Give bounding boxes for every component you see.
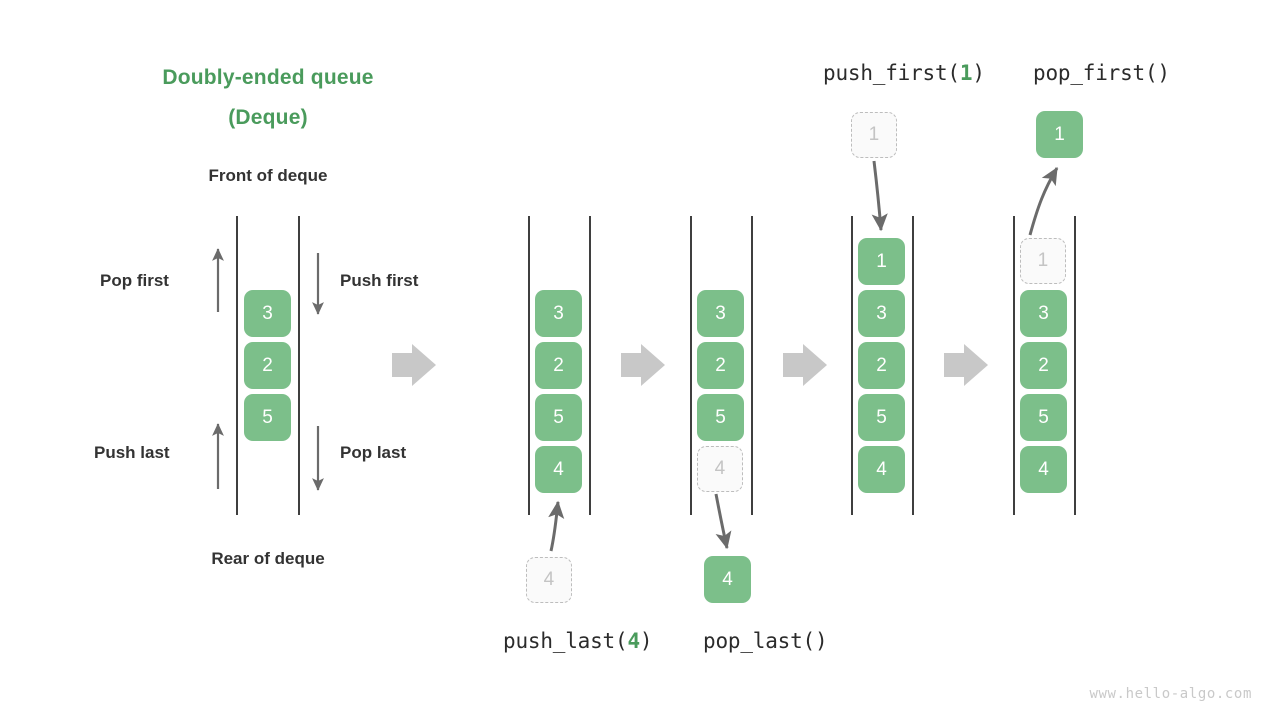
deque-cell: 5	[535, 394, 582, 441]
deque-cell: 4	[535, 446, 582, 493]
title-line-1: Doubly-ended queue	[162, 66, 374, 89]
push-last-op-arg: 4	[627, 629, 640, 653]
pop-last-motion-arrow-icon	[714, 493, 732, 550]
title-line-2: (Deque)	[228, 106, 308, 129]
push-first-label: Push first	[340, 271, 419, 290]
push-last-op-close: )	[639, 629, 653, 653]
deque-cell: 2	[858, 342, 905, 389]
deque-cell: 1	[858, 238, 905, 285]
rail-left-3	[851, 216, 853, 515]
push-first-motion-arrow-icon	[871, 160, 888, 232]
deque-ghost-cell-bottom: 4	[697, 446, 743, 492]
deque-cell: 3	[244, 290, 291, 337]
deque-cell: 4	[858, 446, 905, 493]
watermark: www.hello-algo.com	[1089, 686, 1252, 702]
rail-right-0	[298, 216, 300, 515]
push-first-operation: push_first(1)	[823, 61, 985, 85]
deque-cell: 4	[1020, 446, 1067, 493]
pop-first-result-cell: 1	[1036, 111, 1083, 158]
deque-cell: 2	[244, 342, 291, 389]
deque-cell: 2	[1020, 342, 1067, 389]
push-first-op-arg: 1	[959, 61, 973, 85]
pop-first-operation: pop_first()	[1033, 61, 1170, 85]
transition-arrow-icon	[944, 344, 988, 386]
rail-right-2	[751, 216, 753, 515]
deque-cell: 2	[535, 342, 582, 389]
deque-cell: 5	[858, 394, 905, 441]
page-title: Doubly-ended queue (Deque)	[142, 58, 394, 138]
transition-arrow-icon	[621, 344, 665, 386]
push-last-source-cell: 4	[526, 557, 572, 603]
pop-first-op-name: pop_first()	[1033, 61, 1170, 85]
pop-first-motion-arrow-icon	[1028, 166, 1059, 236]
push-last-motion-arrow-icon	[548, 500, 565, 552]
deque-cell: 3	[697, 290, 744, 337]
push-last-operation: push_last(4)	[503, 629, 653, 653]
rail-left-0	[236, 216, 238, 515]
deque-cell: 3	[1020, 290, 1067, 337]
deque-cell: 5	[244, 394, 291, 441]
rail-right-4	[1074, 216, 1076, 515]
deque-ghost-cell-top: 1	[1020, 238, 1066, 284]
push-first-source-cell: 1	[851, 112, 897, 158]
deque-cell: 2	[697, 342, 744, 389]
deque-cell: 5	[1020, 394, 1067, 441]
push-last-label: Push last	[94, 443, 170, 462]
rail-right-1	[589, 216, 591, 515]
pop-last-result-cell: 4	[704, 556, 751, 603]
rear-of-deque-label: Rear of deque	[211, 549, 325, 568]
front-of-deque-label: Front of deque	[208, 166, 328, 185]
push-first-op-close: )	[972, 61, 985, 85]
rail-right-3	[912, 216, 914, 515]
pop-last-operation: pop_last()	[703, 629, 828, 653]
rail-left-4	[1013, 216, 1015, 515]
rail-left-2	[690, 216, 692, 515]
pop-last-label: Pop last	[340, 443, 407, 462]
pop-first-label: Pop first	[100, 271, 169, 290]
pop-last-op-name: pop_last()	[703, 629, 828, 653]
transition-arrow-icon	[392, 344, 436, 386]
deque-cell: 5	[697, 394, 744, 441]
deque-cell: 3	[535, 290, 582, 337]
push-last-op-name: push_last(	[503, 629, 628, 653]
deque-cell: 3	[858, 290, 905, 337]
transition-arrow-icon	[783, 344, 827, 386]
push-first-op-name: push_first(	[823, 61, 960, 85]
rail-left-1	[528, 216, 530, 515]
